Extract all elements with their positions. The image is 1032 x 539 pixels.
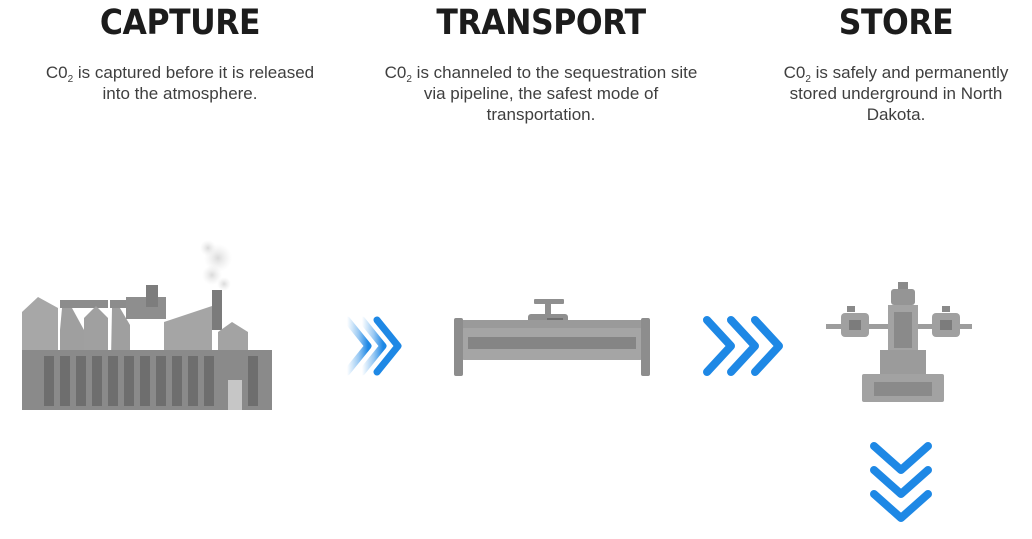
step-capture: CAPTURE C02 is captured before it is rel… xyxy=(40,0,320,104)
wellhead-icon xyxy=(826,282,972,402)
step-title-store: STORE xyxy=(838,3,954,43)
step-description-store: C02 is safely and permanently stored und… xyxy=(760,62,1032,125)
description-text: is channeled to the sequestration site v… xyxy=(411,63,698,124)
step-transport: TRANSPORT C02 is channeled to the seques… xyxy=(378,0,704,125)
step-title-capture: CAPTURE xyxy=(99,3,261,43)
co2-subscript: 2 xyxy=(67,74,74,85)
description-text: is safely and permanently stored undergr… xyxy=(789,63,1009,124)
chevrons-down-icon xyxy=(870,442,932,522)
step-description-capture: C02 is captured before it is released in… xyxy=(40,62,320,104)
factory-icon xyxy=(22,240,272,410)
pipeline-icon xyxy=(454,299,650,376)
smoke xyxy=(200,240,232,291)
co2-label: C0 xyxy=(384,63,407,82)
step-description-transport: C02 is channeled to the sequestration si… xyxy=(378,62,704,125)
step-title-transport: TRANSPORT xyxy=(436,3,646,43)
step-store: STORE C02 is safely and permanently stor… xyxy=(760,0,1032,125)
description-text: is captured before it is released into t… xyxy=(73,63,315,103)
co2-subscript: 2 xyxy=(805,74,811,85)
co2-label: C0 xyxy=(783,63,806,82)
chevrons-right-icon xyxy=(703,316,783,376)
co2-label: C0 xyxy=(45,63,68,82)
chevrons-right-icon xyxy=(343,316,402,376)
co2-subscript: 2 xyxy=(406,74,412,85)
